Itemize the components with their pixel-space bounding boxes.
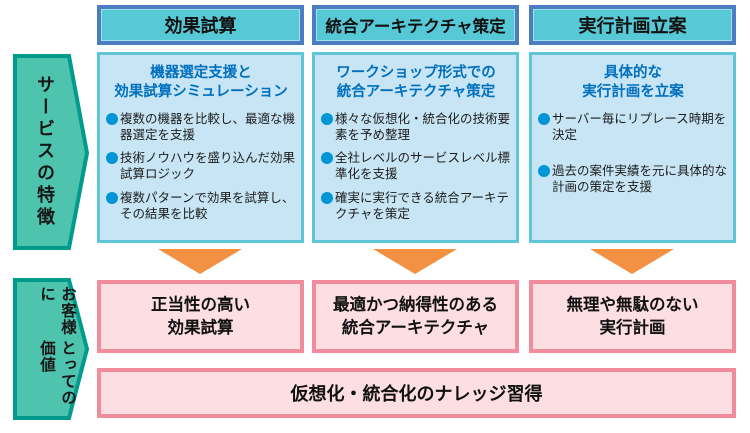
feature-bullet-text: 様々な仮想化・統合化の技術要素を予め整理 <box>335 110 511 142</box>
bullet-dot-icon <box>321 112 333 125</box>
feature-bullet-text: 技術ノウハウを盛り込んだ効果試算ロジック <box>120 150 296 182</box>
value-box: 最適かつ納得性のある 統合アーキテクチャ <box>312 280 519 353</box>
feature-bullet: 確実に実行できる統合アーキテクチャを策定 <box>321 190 511 223</box>
feature-bullet: 複数の機器を比較し、最適な機器選定を支援 <box>106 111 296 144</box>
side-label-features: サービスの特徴 <box>13 54 91 250</box>
column-header: 統合アーキテクチャ策定 <box>312 5 519 45</box>
feature-bullet-text: 複数パターンで効果を試算し、その結果を比較 <box>120 189 295 221</box>
column-header: 実行計画立案 <box>529 5 736 45</box>
bullet-dot-icon <box>538 112 550 125</box>
feature-box: 具体的な 実行計画を立案 サーバー毎にリプレース時期を決定 過去の案件実績を元に… <box>529 52 736 243</box>
bullet-dot-icon <box>106 112 118 125</box>
feature-bullet-text: 確実に実行できる統合アーキテクチャを策定 <box>335 189 510 221</box>
down-arrow-icon <box>158 249 242 274</box>
feature-bullet: 複数パターンで効果を試算し、その結果を比較 <box>106 190 296 223</box>
feature-box: 機器選定支援と 効果試算シミュレーション 複数の機器を比較し、最適な機器選定を支… <box>97 52 304 243</box>
features-arrow-pentagon-icon <box>13 54 90 250</box>
bullet-dot-icon <box>106 191 118 204</box>
side-label-value: お客様に とっての価値 <box>13 278 91 420</box>
value-box: 無理や無駄のない 実行計画 <box>529 280 736 353</box>
feature-bullet-text: 複数の機器を比較し、最適な機器選定を支援 <box>120 110 296 142</box>
feature-box-title: 具体的な 実行計画を立案 <box>582 65 684 100</box>
feature-bullet: 技術ノウハウを盛り込んだ効果試算ロジック <box>106 150 296 183</box>
value-box: 正当性の高い 効果試算 <box>97 280 304 353</box>
feature-bullet-text: サーバー毎にリプレース時期を決定 <box>552 110 727 142</box>
bullet-dot-icon <box>321 191 333 204</box>
knowledge-value-box: 仮想化・統合化のナレッジ習得 <box>97 368 736 418</box>
down-arrow-icon <box>373 249 457 274</box>
down-arrow-icon <box>590 249 674 274</box>
feature-bullet: サーバー毎にリプレース時期を決定 <box>538 111 728 144</box>
bullet-dot-icon <box>106 152 118 165</box>
feature-bullet-text: 過去の案件実績を元に具体的な計画の策定を支援 <box>552 163 728 195</box>
column-architecture: 統合アーキテクチャ策定 ワークショップ形式での 統合アーキテクチャ策定 様々な仮… <box>312 0 519 433</box>
column-effect-estimation: 効果試算 機器選定支援と 効果試算シミュレーション 複数の機器を比較し、最適な機… <box>97 0 304 433</box>
column-execution-plan: 実行計画立案 具体的な 実行計画を立案 サーバー毎にリプレース時期を決定 過去の… <box>529 0 736 433</box>
bullet-dot-icon <box>538 165 550 178</box>
column-header: 効果試算 <box>97 5 304 45</box>
value-arrow-pentagon-icon <box>13 278 90 420</box>
feature-bullet-text: 全社レベルのサービスレベル標準化を支援 <box>335 150 511 182</box>
feature-box-title: ワークショップ形式での 統合アーキテクチャ策定 <box>336 65 496 100</box>
feature-box: ワークショップ形式での 統合アーキテクチャ策定 様々な仮想化・統合化の技術要素を… <box>312 52 519 243</box>
feature-box-title: 機器選定支援と 効果試算シミュレーション <box>114 65 288 100</box>
feature-bullet: 様々な仮想化・統合化の技術要素を予め整理 <box>321 111 511 144</box>
feature-bullet: 過去の案件実績を元に具体的な計画の策定を支援 <box>538 163 728 196</box>
bullet-dot-icon <box>321 152 333 165</box>
feature-bullet: 全社レベルのサービスレベル標準化を支援 <box>321 150 511 183</box>
